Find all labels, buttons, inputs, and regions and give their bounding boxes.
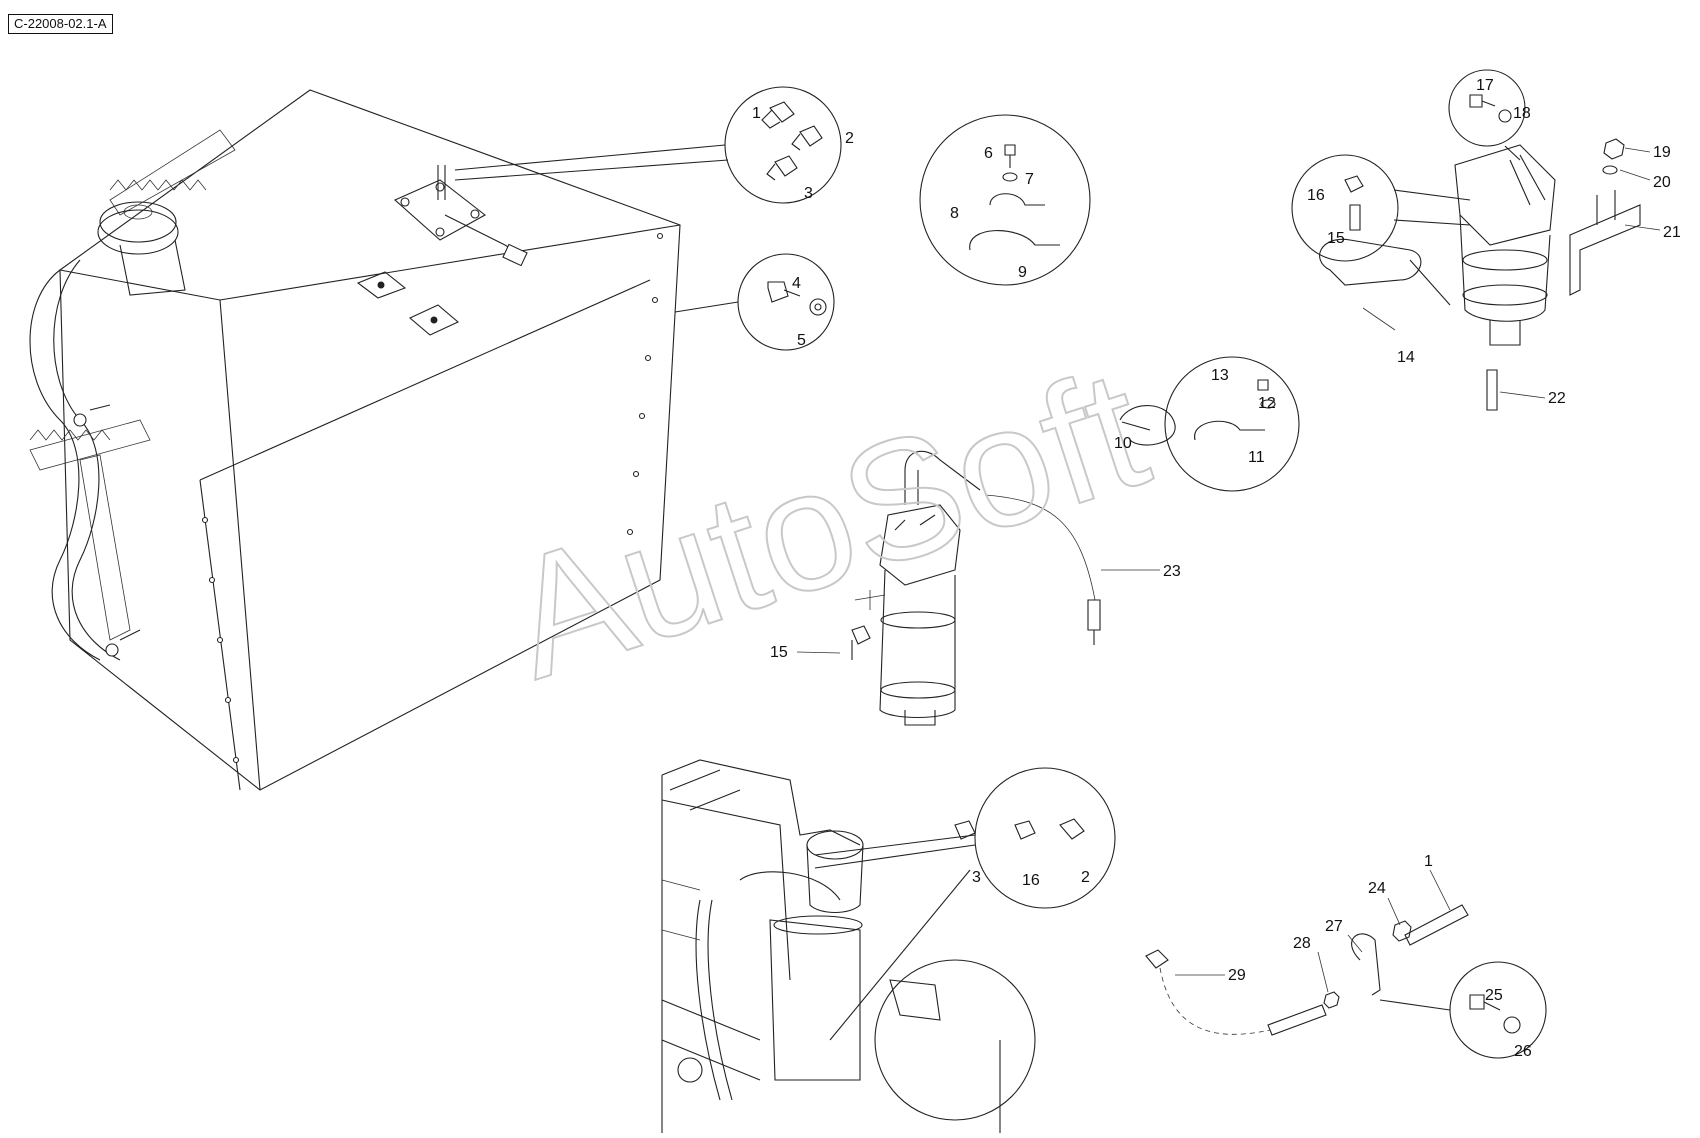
detail-bolt-4-5 [674, 253, 835, 351]
callout-15-upper: 15 [1327, 230, 1345, 247]
callout-13: 13 [1211, 367, 1229, 384]
detail-bolt-25-26 [1379, 961, 1547, 1059]
callout-18: 18 [1513, 105, 1531, 122]
callout-16-upper: 16 [1307, 187, 1325, 204]
fuel-filter-icon [851, 450, 1101, 726]
callout-26: 26 [1514, 1043, 1532, 1060]
callout-3-lower: 3 [972, 869, 981, 886]
engine-icon [661, 759, 1036, 1133]
callout-29: 29 [1228, 967, 1246, 984]
fuel-tank-icon [29, 89, 681, 791]
callout-17: 17 [1476, 77, 1494, 94]
callout-7: 7 [1025, 171, 1034, 188]
callout-19: 19 [1653, 144, 1671, 161]
callout-14: 14 [1397, 349, 1415, 366]
callout-27: 27 [1325, 918, 1343, 935]
callout-12: 12 [1258, 395, 1276, 412]
watermark: AutoSoft [488, 333, 1167, 715]
callout-25: 25 [1485, 987, 1503, 1004]
detail-engine-fittings [814, 767, 1116, 1041]
callout-1-lower: 1 [1424, 853, 1433, 870]
callout-5: 5 [797, 332, 806, 349]
detail-bolt-17-18 [1448, 69, 1526, 161]
callout-21: 21 [1663, 224, 1681, 241]
hose-kit [1145, 904, 1469, 1036]
callout-1: 1 [752, 105, 761, 122]
callout-2: 2 [845, 130, 854, 147]
tank-rivets [201, 232, 664, 764]
callout-3: 3 [804, 185, 813, 202]
fuel-filter-icon [1319, 138, 1641, 411]
callout-24: 24 [1368, 880, 1386, 897]
callout-8: 8 [950, 205, 959, 222]
detail-tie-clamp-10-13 [1119, 356, 1300, 492]
callouts: 1 2 3 4 5 6 7 8 9 10 11 12 13 14 15 16 1… [752, 77, 1681, 1060]
callout-4: 4 [792, 275, 801, 292]
callout-22: 22 [1548, 390, 1566, 407]
detail-fittings-15-16 [1291, 154, 1471, 262]
detail-clamps-6-9 [919, 114, 1091, 286]
callout-2-lower: 2 [1081, 869, 1090, 886]
callout-11: 11 [1248, 449, 1265, 466]
callout-16-lower: 16 [1022, 872, 1040, 889]
callout-6: 6 [984, 145, 993, 162]
callout-9: 9 [1018, 264, 1027, 281]
reference-code: C-22008-02.1-A [8, 14, 113, 34]
callout-23: 23 [1163, 563, 1181, 580]
callout-15-lower: 15 [770, 644, 788, 661]
callout-20: 20 [1653, 174, 1671, 191]
callout-28: 28 [1293, 935, 1311, 952]
callout-10: 10 [1114, 435, 1132, 452]
detail-fittings-1-2-3 [454, 86, 842, 204]
